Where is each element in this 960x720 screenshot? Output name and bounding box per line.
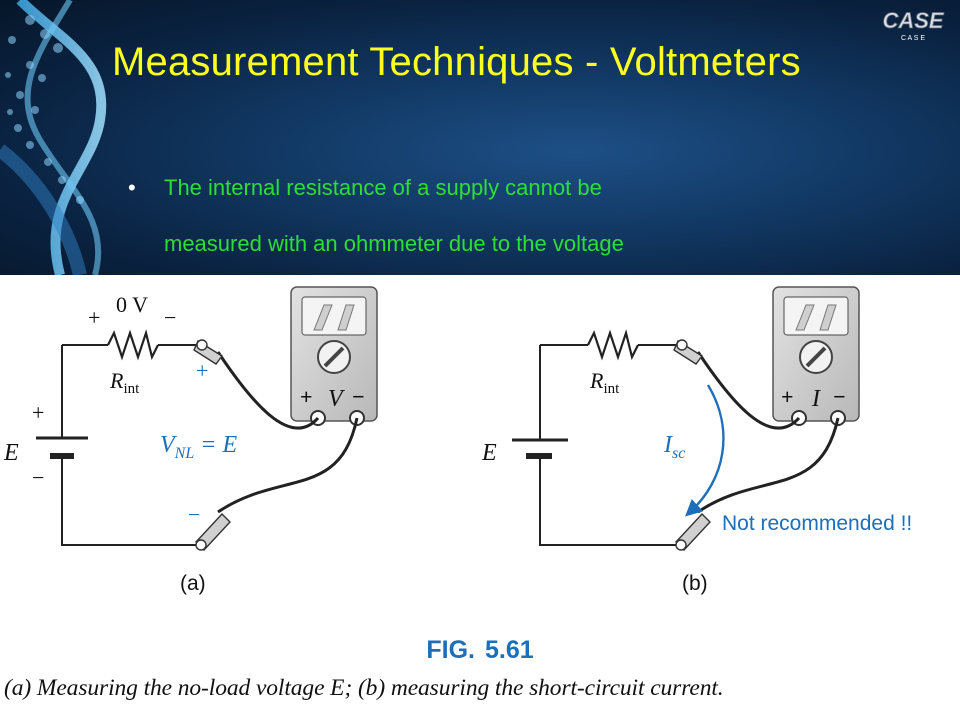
resistor-a (107, 329, 159, 361)
probe-minus-a: − (188, 502, 200, 527)
battery-a (36, 436, 88, 459)
resistor-label-a: Rint (109, 368, 140, 397)
bullet-line-1: The internal resistance of a supply cann… (164, 175, 602, 200)
meter-minus-a: − (352, 384, 365, 409)
meter-plus-a: + (300, 384, 313, 409)
alligator-clip-top-b (673, 339, 704, 365)
alligator-clip-bottom-a (195, 512, 231, 552)
resistor-label-b: Rint (589, 368, 620, 397)
slide-header: Measurement Techniques - Voltmeters • Th… (0, 0, 960, 275)
minus-sign-a-res: − (164, 305, 176, 330)
current-arrow-icon (685, 384, 725, 517)
battery-minus-a: − (32, 465, 44, 490)
panel-label-b: (b) (682, 572, 708, 595)
figure-caption: (a) Measuring the no-load voltage E; (b)… (4, 675, 724, 701)
alligator-clip-bottom-b (675, 512, 711, 552)
reading-label: VNL = E (160, 432, 237, 462)
ammeter-b (772, 286, 860, 426)
meter-symbol-b: I (811, 386, 821, 412)
case-logo: CASE C A S E (882, 8, 945, 42)
battery-b (512, 438, 568, 459)
slide-title: Measurement Techniques - Voltmeters (112, 40, 801, 84)
warning-label: Not recommended !! (722, 512, 912, 535)
panel-a (36, 286, 378, 552)
figure-number: FIG.5.61 (426, 636, 534, 664)
meter-symbol-a: V (328, 386, 345, 412)
meter-minus-b: − (833, 384, 846, 409)
resistor-b (587, 329, 639, 361)
panel-b (512, 286, 860, 552)
circuit-figure: + 0 V − Rint + E − + − VNL = E + V − (a)… (3, 286, 912, 595)
battery-plus-a: + (32, 400, 44, 425)
meter-plus-b: + (781, 384, 794, 409)
source-label-a: E (3, 440, 19, 466)
plus-sign-a-res: + (88, 305, 100, 330)
bullet-line-2: measured with an ohmmeter due to the vol… (164, 231, 624, 256)
current-label: Isc (663, 432, 685, 462)
voltage-drop-label: 0 V (116, 292, 148, 317)
source-label-b: E (481, 440, 497, 466)
svg-text:C A S E: C A S E (901, 35, 925, 42)
alligator-clip-top-a (193, 339, 224, 365)
panel-label-a: (a) (180, 572, 206, 595)
dna-helix-icon (0, 0, 107, 275)
bullet-list: • The internal resistance of a supply ca… (128, 160, 888, 272)
bullet-dot: • (128, 175, 136, 200)
probe-plus-a: + (196, 358, 208, 383)
voltmeter-a (290, 286, 378, 426)
svg-text:CASE: CASE (882, 8, 944, 33)
